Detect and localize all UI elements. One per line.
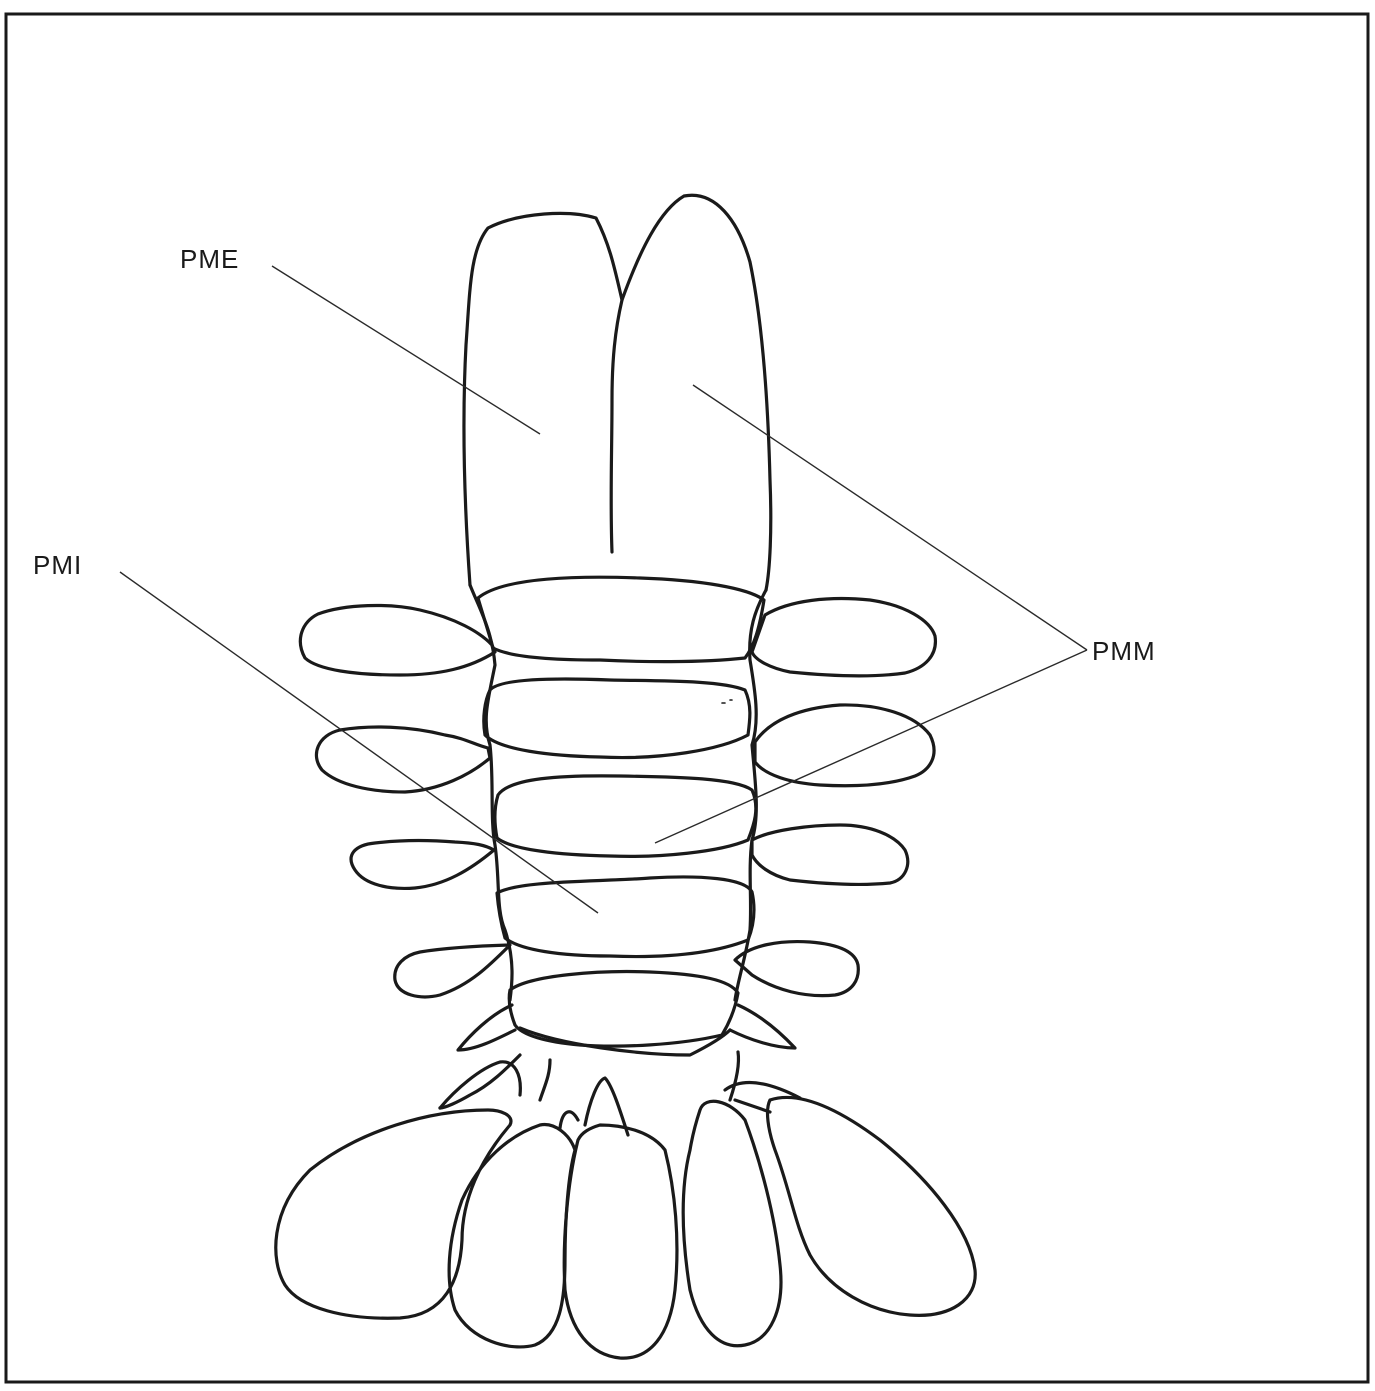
leader-pmm-upper [693, 385, 1087, 650]
label-pmi: PMI [33, 550, 82, 580]
bulb-1 [276, 1110, 511, 1318]
right-appendage-1 [752, 599, 935, 676]
label-pmm: PMM [1092, 636, 1156, 666]
left-appendage-1 [300, 605, 495, 675]
label-pme: PME [180, 244, 239, 274]
bulb-5 [768, 1097, 976, 1315]
leader-pme [272, 266, 540, 434]
segment-1 [478, 577, 764, 661]
joint-left [440, 1062, 520, 1108]
papilla-left-fold [540, 1060, 550, 1100]
leader-lines [120, 266, 1087, 913]
right-appendage-2 [755, 705, 934, 786]
central-column [470, 577, 766, 1055]
left-lobe [464, 195, 771, 590]
lobe-cleft [611, 300, 622, 552]
left-appendages [300, 605, 510, 996]
segment-2 [484, 679, 750, 758]
right-appendage-4 [735, 942, 858, 996]
left-lappet [458, 1005, 515, 1050]
figure-frame [6, 14, 1368, 1382]
stalk-right [730, 1052, 738, 1100]
left-appendage-2 [316, 727, 490, 792]
leader-pmi [120, 572, 598, 913]
segment-4 [497, 877, 754, 957]
terminal-bulbs [276, 1052, 975, 1358]
right-appendage-3 [752, 825, 908, 884]
lower-lappets [458, 1005, 795, 1050]
bulb-2 [449, 1125, 575, 1347]
left-appendage-4 [395, 945, 510, 997]
bulb-3 [564, 1125, 677, 1358]
right-appendages [735, 599, 935, 996]
ink-speck-1 [722, 700, 732, 703]
right-lappet [730, 1005, 795, 1048]
bulb-4 [683, 1101, 781, 1345]
left-appendage-3 [351, 841, 494, 889]
upper-lobes [464, 195, 771, 590]
